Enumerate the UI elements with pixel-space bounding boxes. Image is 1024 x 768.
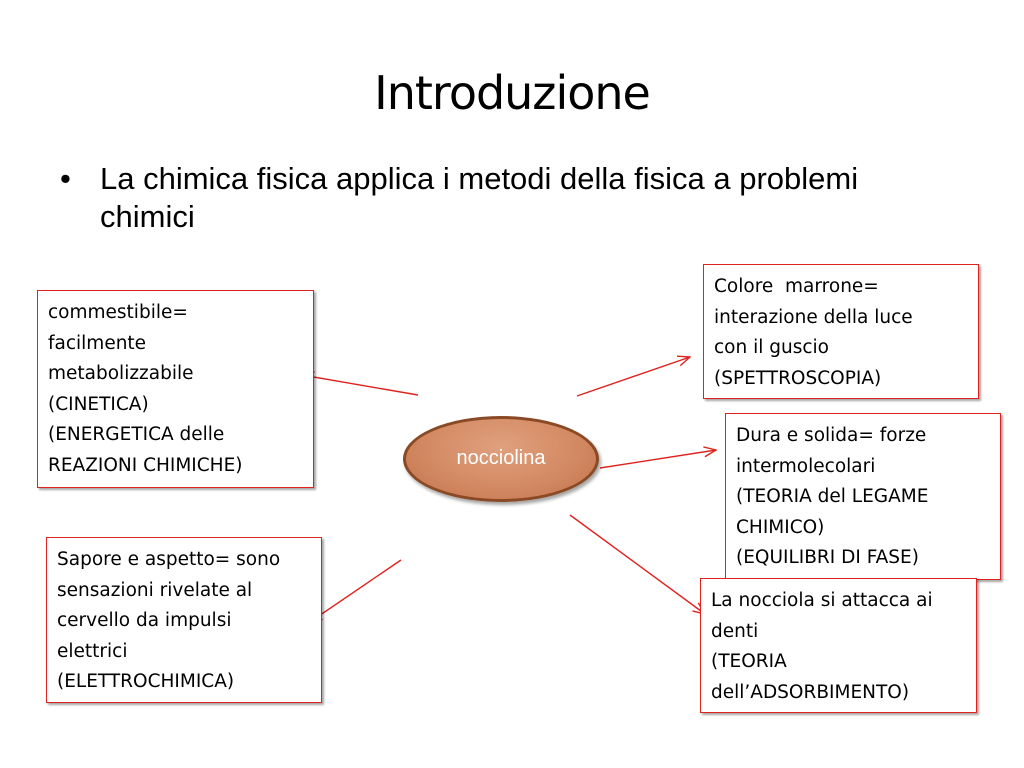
box-line: REAZIONI CHIMICHE) — [48, 454, 243, 476]
box-line: cervello da impulsi — [57, 610, 232, 631]
bullet-item: • La chimica fisica applica i metodi del… — [60, 160, 960, 236]
arrow-to-adsorbimento — [569, 514, 705, 614]
cinetica-box: commestibile= facilmente metabolizzabile… — [37, 290, 314, 488]
box-line: elettrici — [57, 640, 128, 662]
box-line: CHIMICO) — [736, 516, 825, 538]
adsorbimento-box: La nocciola si attacca ai denti (TEORIA … — [700, 578, 977, 713]
box-line: (ENERGETICA delle — [48, 424, 225, 445]
box-line: denti — [711, 620, 759, 642]
arrow-to-legame — [599, 450, 716, 469]
arrow-to-cinetica — [302, 375, 419, 396]
spettroscopia-box: Colore marrone= interazione della luce c… — [703, 264, 979, 399]
box-line: intermolecolari — [736, 455, 876, 477]
box-line: sensazioni rivelate al — [57, 579, 253, 601]
box-line: (EQUILIBRI DI FASE) — [736, 547, 919, 568]
bullet-marker: • — [60, 161, 71, 196]
arrow-to-spettroscopia — [576, 357, 690, 397]
slide-title: Introduzione — [374, 66, 651, 120]
legame-chimico-box: Dura e solida= forze intermolecolari (TE… — [725, 413, 1001, 580]
box-line: commestibile= — [48, 302, 188, 323]
elettrochimica-box: Sapore e aspetto= sono sensazioni rivela… — [46, 537, 322, 703]
box-line: Sapore e aspetto= sono — [57, 549, 281, 570]
box-line: metabolizzabile — [48, 363, 194, 384]
bullet-text: La chimica fisica applica i metodi della… — [100, 161, 859, 234]
box-line: (ELETTROCHIMICA) — [57, 671, 235, 692]
box-line: (CINETICA) — [48, 393, 149, 415]
box-line: interazione della luce — [714, 306, 913, 328]
box-line: (TEORIA del LEGAME — [736, 486, 929, 507]
box-line: Colore marrone= — [714, 276, 879, 297]
box-line: La nocciola si attacca ai — [711, 590, 933, 611]
box-line: dell’ADSORBIMENTO) — [711, 681, 910, 703]
arrow-to-elettrochimica — [310, 559, 402, 622]
box-line: (TEORIA — [711, 651, 787, 672]
box-line: con il guscio — [714, 337, 829, 358]
box-line: (SPETTROSCOPIA) — [714, 367, 882, 389]
nocciolina-node: nocciolina — [403, 416, 599, 502]
box-line: Dura e solida= forze — [736, 425, 927, 446]
box-line: facilmente — [48, 332, 147, 354]
